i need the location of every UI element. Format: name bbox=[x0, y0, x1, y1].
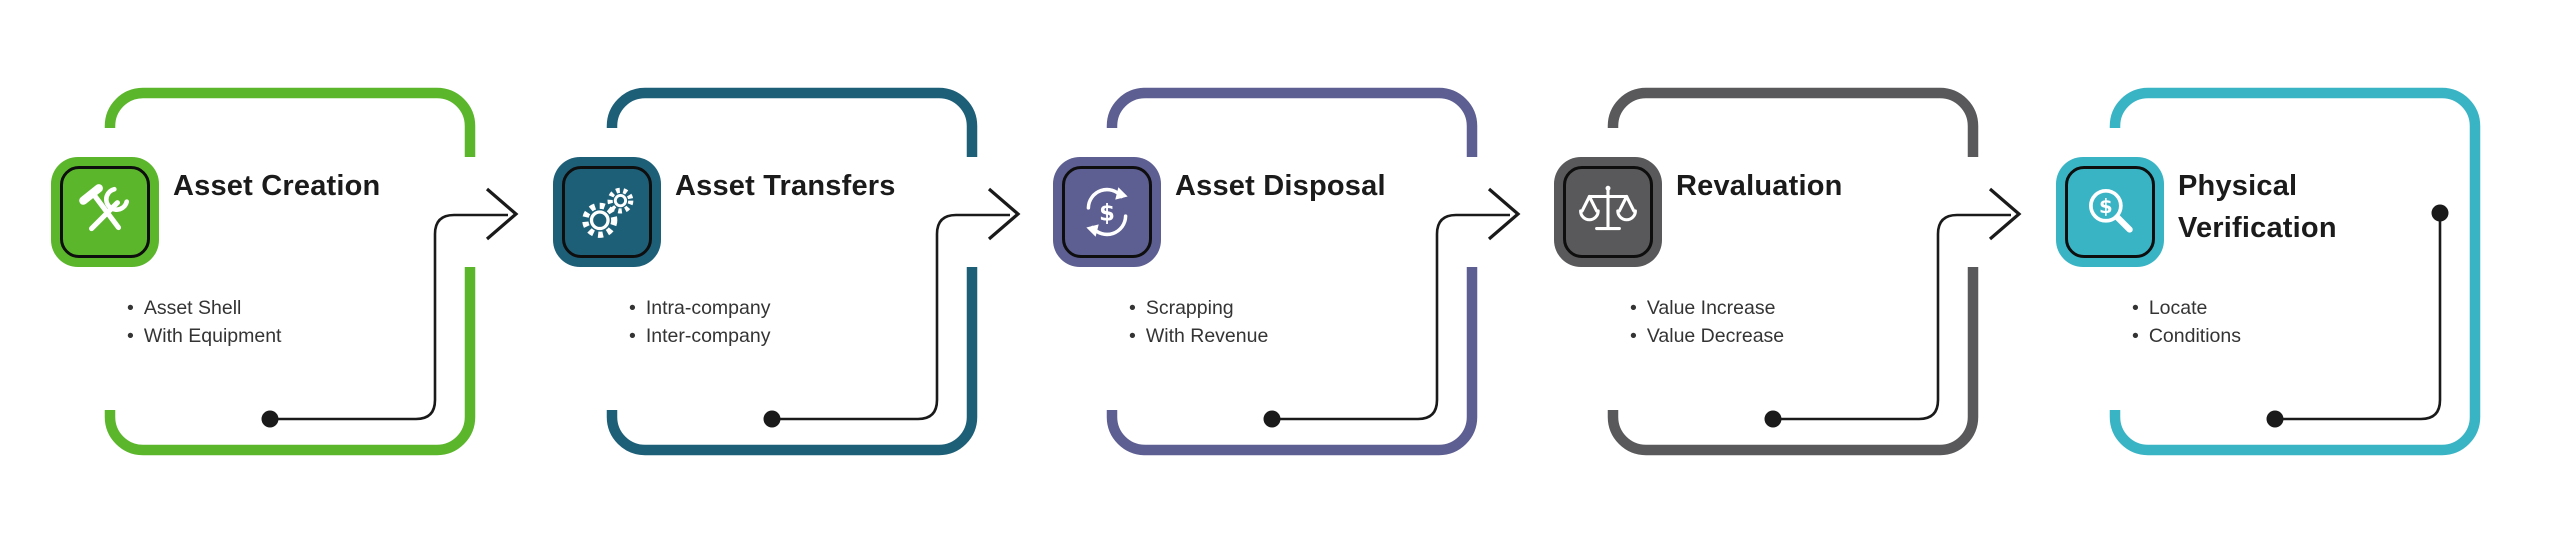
stage-physical-verification: $ Physical Verification Locate Condition… bbox=[2056, 87, 2481, 456]
arrowhead-icon bbox=[485, 187, 519, 241]
arrowhead-icon bbox=[987, 187, 1021, 241]
stage-frame bbox=[1106, 87, 1478, 456]
stage-title: Asset Transfers bbox=[675, 170, 896, 202]
bullet-list: Asset Shell With Equipment bbox=[127, 294, 282, 350]
bullet-list: Scrapping With Revenue bbox=[1129, 294, 1268, 350]
bullet-item: Intra-company bbox=[629, 294, 771, 322]
stage-icon-badge: $ bbox=[1053, 157, 1161, 267]
arrowhead-icon bbox=[1487, 187, 1521, 241]
bullet-item: Scrapping bbox=[1129, 294, 1268, 322]
arrowhead-icon bbox=[1988, 187, 2022, 241]
stage-frame bbox=[2109, 87, 2481, 456]
icon-frame bbox=[2065, 166, 2155, 258]
stage-title: Physical Verification bbox=[2178, 170, 2337, 244]
bullet-list: Intra-company Inter-company bbox=[629, 294, 771, 350]
svg-text:$: $ bbox=[1099, 200, 1115, 226]
icon-frame bbox=[60, 166, 150, 258]
hammer-wrench-icon bbox=[79, 184, 130, 232]
scales-icon bbox=[1579, 185, 1637, 231]
dollar-cycle-icon: $ bbox=[1086, 187, 1128, 237]
bullet-item: Value Decrease bbox=[1630, 322, 1784, 350]
bullet-item: With Revenue bbox=[1129, 322, 1268, 350]
gears-icon bbox=[582, 187, 634, 238]
stage-icon-badge bbox=[553, 157, 661, 267]
bullet-item: Locate bbox=[2132, 294, 2241, 322]
bullet-item: With Equipment bbox=[127, 322, 282, 350]
stage-title: Revaluation bbox=[1676, 170, 1843, 202]
stage-asset-transfers: Asset Transfers Intra-company Inter-comp… bbox=[553, 87, 978, 456]
stage-revaluation: Revaluation Value Increase Value Decreas… bbox=[1554, 87, 1979, 456]
stage-frame bbox=[1607, 87, 1979, 456]
stage-icon-badge bbox=[51, 157, 159, 267]
stage-icon-badge: $ bbox=[2056, 157, 2164, 267]
stage-icon-badge bbox=[1554, 157, 1662, 267]
stage-asset-creation: Asset Creation Asset Shell With Equipmen… bbox=[51, 87, 476, 456]
svg-text:$: $ bbox=[2099, 195, 2113, 218]
magnifier-dollar-icon: $ bbox=[2089, 188, 2133, 233]
icon-frame bbox=[1563, 166, 1653, 258]
stage-frame bbox=[606, 87, 978, 456]
stage-title: Asset Disposal bbox=[1175, 170, 1386, 202]
stage-asset-disposal: $ Asset Disposal Scrapping With Revenue bbox=[1053, 87, 1478, 456]
bullet-item: Asset Shell bbox=[127, 294, 281, 322]
icon-frame bbox=[1062, 166, 1152, 258]
icon-frame bbox=[562, 166, 652, 258]
bullet-list: Value Increase Value Decrease bbox=[1630, 294, 1784, 350]
stage-title: Asset Creation bbox=[173, 170, 381, 202]
bullet-item: Inter-company bbox=[629, 322, 771, 350]
stage-frame bbox=[104, 87, 476, 456]
bullet-list: Locate Conditions bbox=[2132, 294, 2241, 350]
bullet-item: Conditions bbox=[2132, 322, 2241, 350]
bullet-item: Value Increase bbox=[1630, 294, 1784, 322]
